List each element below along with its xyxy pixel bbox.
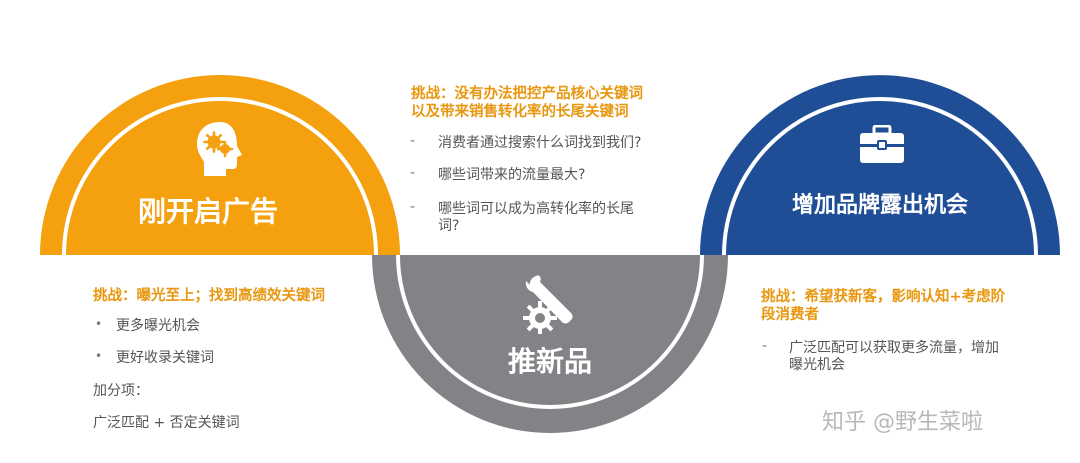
- dash-marker: -: [410, 165, 416, 181]
- gray-arc: [372, 255, 728, 433]
- head-gears-icon: [196, 122, 242, 176]
- stage2-question-continued: 词?: [438, 218, 460, 234]
- stage1-bonus-label: 加分项：: [93, 383, 149, 399]
- stage3-point-line2: 曝光机会: [789, 357, 845, 373]
- orange-dome: [66, 101, 374, 255]
- stage3-challenge-line2: 段消费者: [761, 307, 819, 323]
- wrench-gear-icon: [523, 275, 573, 334]
- stage1-bullet: 更多曝光机会: [116, 318, 200, 334]
- stage1-title: 刚开启广告: [138, 195, 279, 228]
- stage2-challenge-line2: 以及带来销售转化率的长尾关键词: [411, 104, 629, 120]
- blue-dome: [726, 101, 1034, 255]
- stage2-question: 哪些词带来的流量最大?: [438, 167, 586, 183]
- stage2-question: 消费者通过搜索什么词找到我们?: [438, 135, 642, 151]
- stage3-title: 增加品牌露出机会: [792, 193, 969, 218]
- stage2-question: 哪些词可以成为高转化率的长尾: [438, 201, 634, 217]
- dash-marker: -: [762, 338, 768, 354]
- dash-marker: -: [410, 133, 416, 149]
- stage3-challenge-line1: 挑战：希望获新客，影响认知+考虑阶: [761, 289, 1006, 305]
- stage1-bonus-text: 广泛匹配 + 否定关键词: [93, 415, 240, 431]
- stage3-point-line1: 广泛匹配可以获取更多流量，增加: [789, 340, 999, 356]
- bullet-marker: •: [95, 317, 103, 331]
- stage2-challenge-line1: 挑战：没有办法把控产品核心关键词: [411, 86, 643, 102]
- orange-arc: [40, 75, 400, 255]
- stage1-challenge: 挑战：曝光至上；找到高绩效关键词: [93, 288, 325, 304]
- dash-marker: -: [410, 199, 416, 215]
- briefcase-icon: [860, 125, 904, 163]
- stage2-title: 推新品: [508, 345, 593, 378]
- blue-arc: [700, 75, 1060, 255]
- stage1-bullet: 更好收录关键词: [116, 350, 214, 366]
- watermark: 知乎 @野生菜啦: [822, 410, 983, 435]
- bullet-marker: •: [95, 349, 103, 363]
